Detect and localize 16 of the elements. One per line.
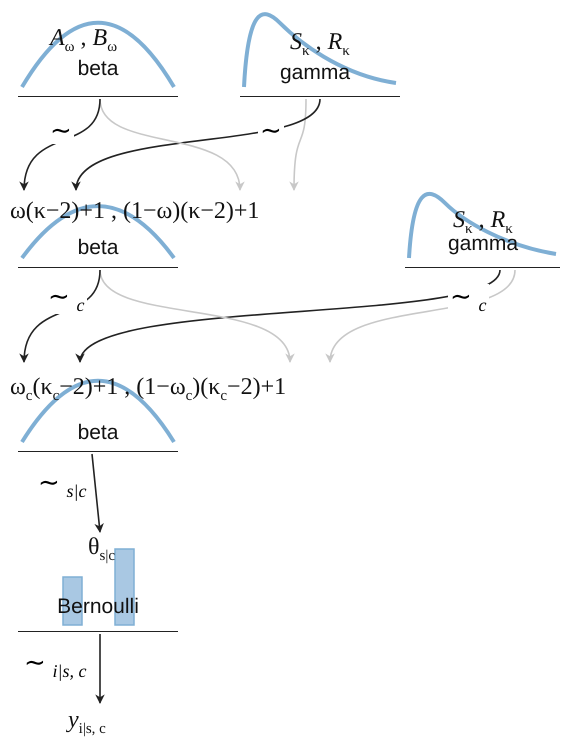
distribution-name: gamma [278, 61, 352, 85]
arrow [95, 634, 105, 704]
distribution-name: beta [76, 57, 120, 81]
arrow [91, 454, 104, 533]
parameter-formula: θ$_{s|c}$ [88, 534, 115, 565]
parameter-formula: y$_{i|s, c}$ [68, 707, 106, 738]
parameter-formula: S$_{κ}$ , R$_{κ}$ [290, 29, 350, 60]
parameter-formula: ω$_{c}$(κ$_{c}$−2)+1 , (1−ω$_{c}$)(κ$_{c}$−2)+1 [10, 374, 286, 405]
parameter-formula: A$_{ω}$ , B$_{ω}$ [50, 25, 118, 56]
arrow [289, 98, 307, 191]
parameter-formula: ω(κ−2)+1 , (1−ω)(κ−2)+1 [10, 198, 260, 225]
distribution-name: Bernoulli [56, 595, 140, 619]
distribution-name: beta [76, 236, 120, 260]
arrow [99, 98, 244, 191]
arrow [74, 98, 321, 191]
distribution-name: beta [76, 421, 120, 445]
